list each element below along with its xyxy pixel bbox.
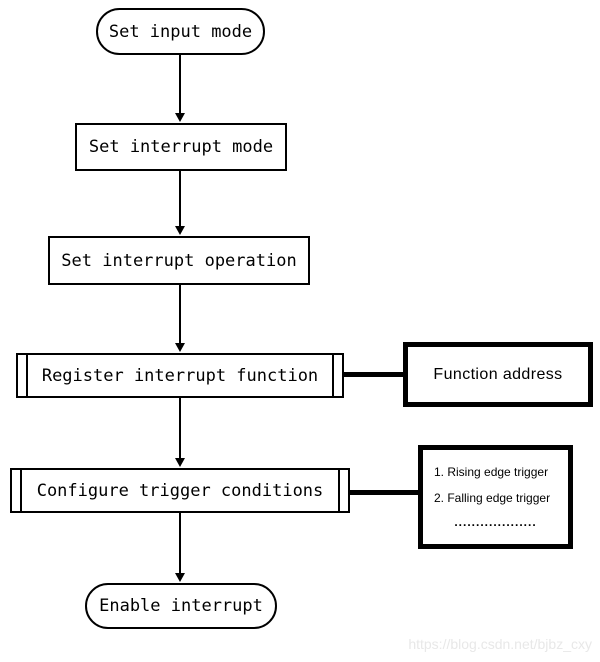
- arrowhead-down-icon: [175, 343, 185, 352]
- double-border-line: [338, 470, 340, 511]
- double-border-line: [26, 355, 28, 396]
- arrow-shaft: [179, 398, 181, 459]
- flow-arrow-down: [174, 398, 186, 467]
- arrow-shaft: [179, 55, 181, 114]
- arrow-shaft: [179, 513, 181, 574]
- node-register-interrupt-function: Register interrupt function: [16, 353, 344, 398]
- node-label: Set input mode: [108, 21, 253, 42]
- arrow-shaft: [179, 171, 181, 227]
- node-set-interrupt-mode: Set interrupt mode: [75, 123, 287, 171]
- arrowhead-down-icon: [175, 458, 185, 467]
- node-label: Function address: [433, 365, 563, 383]
- node-label: Register interrupt function: [41, 365, 319, 386]
- node-function-address: Function address: [403, 342, 593, 407]
- watermark-url: https://blog.csdn.net/bjbz_cxy: [408, 636, 592, 652]
- arrowhead-down-icon: [175, 113, 185, 122]
- connector-trigger-options: [349, 490, 418, 495]
- node-configure-trigger-conditions: Configure trigger conditions: [10, 468, 350, 513]
- double-border-line: [20, 470, 22, 511]
- flow-arrow-down: [174, 513, 186, 582]
- node-label: Enable interrupt: [99, 596, 263, 616]
- arrowhead-down-icon: [175, 573, 185, 582]
- node-label: Configure trigger conditions: [36, 480, 324, 501]
- arrow-shaft: [179, 285, 181, 344]
- trigger-option-item: 2. Falling edge trigger: [434, 491, 551, 505]
- node-label: Set interrupt operation: [61, 250, 297, 271]
- trigger-option-item: 1. Rising edge trigger: [434, 465, 549, 479]
- node-enable-interrupt: Enable interrupt: [85, 583, 277, 629]
- node-set-interrupt-operation: Set interrupt operation: [48, 236, 310, 285]
- flow-arrow-down: [174, 285, 186, 352]
- node-set-input-mode: Set input mode: [96, 8, 265, 55]
- flow-arrow-down: [174, 55, 186, 122]
- node-trigger-options: 1. Rising edge trigger 2. Falling edge t…: [418, 445, 573, 549]
- double-border-line: [332, 355, 334, 396]
- node-label: Set interrupt mode: [88, 137, 274, 157]
- flow-arrow-down: [174, 171, 186, 235]
- arrowhead-down-icon: [175, 226, 185, 235]
- trigger-options-ellipsis: ...................: [454, 515, 537, 529]
- connector-function-address: [343, 372, 403, 377]
